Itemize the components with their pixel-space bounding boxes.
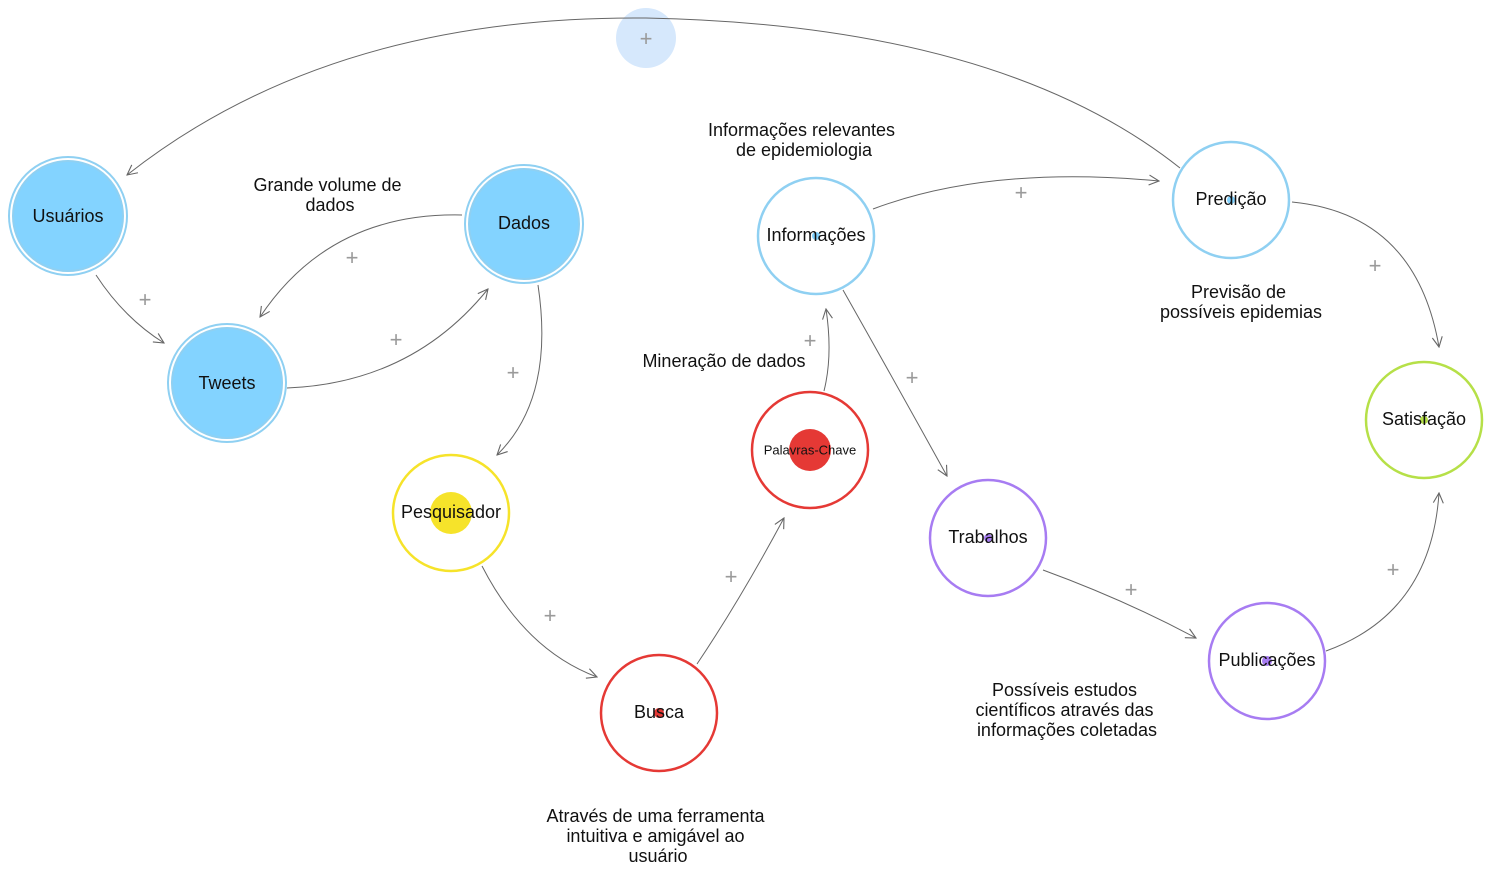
node-label: Pesquisador: [401, 502, 501, 522]
node-dot: [812, 232, 820, 240]
edges: [95, 17, 1439, 677]
node-dados[interactable]: Dados: [464, 164, 584, 284]
edge-informacoes-predicao[interactable]: [872, 177, 1159, 210]
polarity-sign: +: [1125, 577, 1138, 602]
node-tweets[interactable]: Tweets: [167, 323, 287, 443]
annotation-atraves-ferramenta: Através de uma ferramenta intuitiva e am…: [546, 806, 769, 866]
node-dot: [654, 708, 664, 718]
node-label: Palavras-Chave: [764, 442, 857, 457]
annotations: Grande volume de dados Informações relev…: [253, 120, 1322, 866]
node-publicacoes[interactable]: Publicações: [1207, 601, 1327, 721]
node-dot: [789, 429, 831, 471]
polarity-sign: +: [346, 245, 359, 270]
polarity-sign: +: [390, 327, 403, 352]
node-label: Usuários: [32, 206, 103, 226]
edge-publicacoes-satisfacao[interactable]: [1325, 493, 1439, 652]
nodes: Usuários Tweets Dados Pesquisador Busca: [8, 140, 1484, 773]
annotation-previsao: Previsão de possíveis epidemias: [1160, 282, 1322, 322]
node-informacoes[interactable]: Informações: [756, 176, 876, 296]
node-label: Informações: [766, 225, 865, 245]
polarity-sign: +: [507, 360, 520, 385]
polarity-sign: +: [906, 365, 919, 390]
node-busca[interactable]: Busca: [599, 653, 719, 773]
node-fill: [171, 327, 283, 439]
polarity-signs: + + + + + + + + + + + +: [139, 180, 1400, 628]
annotation-informacoes-relevantes: Informações relevantes de epidemiologia: [708, 120, 900, 160]
edge-palavras-informacoes[interactable]: [824, 309, 829, 392]
polarity-sign: +: [544, 603, 557, 628]
edge-usuarios-tweets[interactable]: [95, 274, 164, 343]
polarity-sign: +: [1015, 180, 1028, 205]
polarity-sign: +: [1387, 557, 1400, 582]
node-dot: [984, 534, 992, 542]
node-label: Dados: [498, 213, 550, 233]
polarity-sign: +: [139, 287, 152, 312]
loop-marker[interactable]: +: [616, 8, 676, 68]
edge-trabalhos-publicacoes[interactable]: [1042, 569, 1196, 638]
node-trabalhos[interactable]: Trabalhos: [928, 478, 1048, 598]
edge-dados-pesquisador[interactable]: [497, 284, 543, 455]
node-label: Trabalhos: [948, 527, 1027, 547]
node-satisfacao[interactable]: Satisfação: [1364, 360, 1484, 480]
node-fill: [12, 160, 124, 272]
node-label: Publicações: [1218, 650, 1315, 670]
node-label: Predição: [1195, 189, 1266, 209]
node-predicao[interactable]: Predição: [1171, 140, 1291, 260]
annotation-grande-volume: Grande volume de dados: [253, 175, 406, 215]
node-usuarios[interactable]: Usuários: [8, 156, 128, 276]
edge-predicao-usuarios[interactable]: [127, 17, 1181, 175]
edge-pesquisador-busca[interactable]: [481, 565, 597, 677]
loop-marker-circle: [616, 8, 676, 68]
polarity-sign: +: [804, 328, 817, 353]
node-dot: [1227, 196, 1235, 204]
node-dot: [1262, 656, 1272, 666]
node-fill: [468, 168, 580, 280]
edge-dados-tweets[interactable]: [260, 214, 463, 317]
node-label: Tweets: [198, 373, 255, 393]
node-label: Satisfação: [1382, 409, 1466, 429]
edge-tweets-dados[interactable]: [286, 289, 488, 389]
edge-busca-palavras[interactable]: [696, 518, 784, 665]
annotation-possiveis-estudos: Possíveis estudos científicos através da…: [975, 680, 1158, 740]
edge-predicao-satisfacao[interactable]: [1291, 201, 1439, 347]
polarity-sign: +: [725, 564, 738, 589]
polarity-sign: +: [1369, 253, 1382, 278]
loop-marker-sign: +: [640, 26, 653, 51]
node-dot: [430, 492, 472, 534]
node-dot: [1420, 416, 1428, 424]
edge-informacoes-trabalhos[interactable]: [842, 289, 947, 476]
annotation-mineracao: Mineração de dados: [642, 351, 805, 371]
node-label: Busca: [634, 702, 685, 722]
node-palavras-chave[interactable]: Palavras-Chave: [750, 390, 870, 510]
node-pesquisador[interactable]: Pesquisador: [391, 453, 511, 573]
